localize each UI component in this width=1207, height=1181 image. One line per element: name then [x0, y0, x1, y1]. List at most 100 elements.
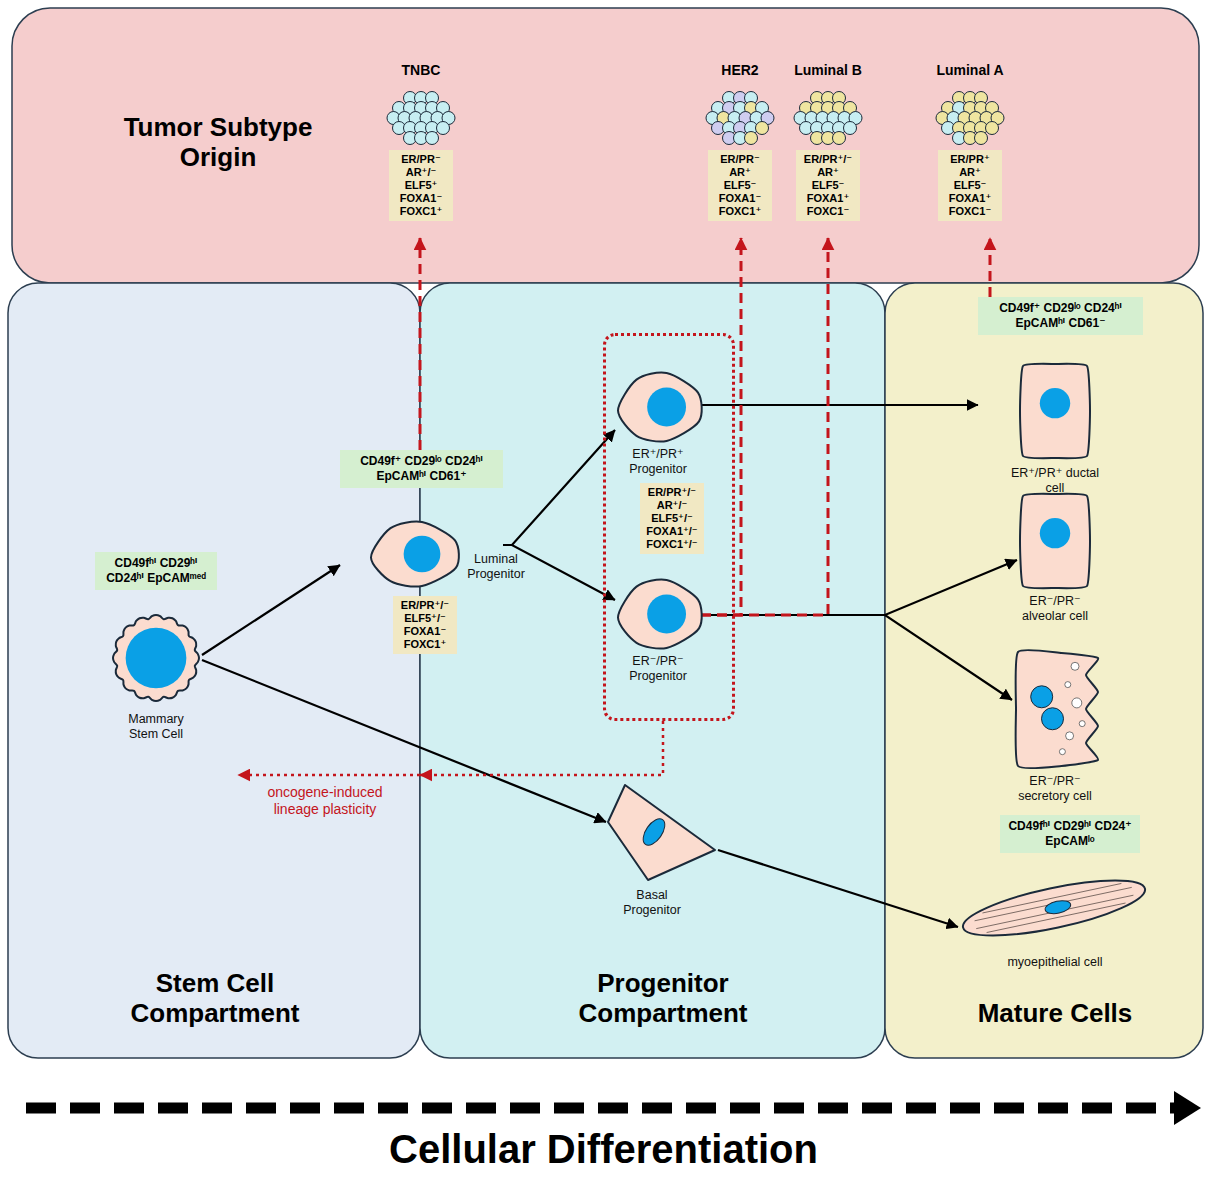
cell-label: ER⁻/PR⁻ secretory cell	[1010, 774, 1100, 804]
cell-body	[1020, 364, 1090, 458]
vesicle	[1071, 662, 1079, 670]
lineage-arrow	[701, 615, 1012, 700]
marker-box: ER/PR⁺ AR⁺ ELF5⁻ FOXA1⁺ FOXC1⁻	[938, 150, 1002, 221]
tumor-name: TNBC	[371, 62, 471, 79]
cell-body	[1016, 650, 1099, 768]
cell-body	[618, 580, 702, 649]
cell-drawing	[615, 578, 701, 650]
spindle-cell	[959, 869, 1149, 947]
marker-box: ER/PR⁺/⁻ ELF5⁺/⁻ FOXA1⁻ FOXC1⁺	[393, 596, 457, 654]
nucleus	[1031, 686, 1053, 708]
lineage-arrow	[503, 430, 615, 545]
nucleus	[1040, 388, 1070, 418]
tumor-name: Luminal A	[920, 62, 1020, 79]
axis-arrowhead	[1174, 1091, 1201, 1125]
panel-title: Stem Cell Compartment	[115, 968, 315, 1028]
tumor-origin-arrow	[701, 238, 741, 615]
compartment-panel	[8, 283, 420, 1058]
tumor-origin-arrow	[989, 238, 992, 297]
luminal-progenitor: CD49f⁺ CD29ˡᵒ CD24ʰⁱ EpCAMʰⁱ CD61⁺Lumina…	[340, 450, 503, 672]
cell-drawing	[615, 371, 701, 443]
cell-body	[959, 869, 1149, 947]
cell-body	[113, 615, 199, 701]
plasticity-arrow	[420, 721, 663, 775]
basal-progenitor: Basal Progenitor	[606, 782, 718, 882]
tumor-name: HER2	[690, 62, 790, 79]
tumor-subtype: TNBCER/PR⁻ AR⁺/⁻ ELF5⁺ FOXA1⁻ FOXC1⁺	[385, 88, 457, 238]
surface-marker-box: CD49fʰⁱ CD29ʰⁱ CD24ʰⁱ EpCAMᵐᵉᵈ	[95, 552, 217, 590]
panel-title: Tumor Subtype Origin	[108, 112, 328, 172]
cell-drawing	[938, 90, 1002, 146]
lineage-arrow	[701, 404, 978, 406]
tumor-cell	[844, 122, 857, 135]
cell-drawing	[110, 612, 202, 704]
er-pos-progenitor: ER⁺/PR⁺ Progenitor	[615, 371, 701, 443]
stem-compartment: CD49fʰⁱ CD29ʰⁱ CD24ʰⁱ EpCAMᵐᵉᵈMammary St…	[8, 283, 420, 1058]
tumor-cell	[833, 132, 846, 145]
nucleus	[126, 628, 187, 689]
nucleus	[1040, 518, 1070, 548]
axis-label: Cellular Differentiation	[300, 1126, 907, 1172]
nucleus	[639, 815, 669, 849]
cell-label: Mammary Stem Cell	[114, 712, 198, 742]
filament	[975, 887, 1132, 920]
cell-body	[618, 373, 702, 442]
mature-compartment: CD49f⁺ CD29ˡᵒ CD24ʰⁱ EpCAMʰⁱ CD61⁻ER⁺/PR…	[885, 283, 1203, 1058]
surface-marker-box: CD49f⁺ CD29ˡᵒ CD24ʰⁱ EpCAMʰⁱ CD61⁻	[978, 297, 1143, 335]
cell-label: ER⁺/PR⁺ Progenitor	[618, 447, 698, 477]
tumor-cell	[437, 122, 450, 135]
cell-drawing	[796, 90, 860, 146]
compartment-panel	[420, 283, 885, 1058]
tumor-cell	[426, 132, 439, 145]
cell-body	[608, 785, 715, 880]
cell-label: Luminal Progenitor	[461, 552, 531, 582]
axis-line	[26, 1103, 1176, 1114]
cell-label: Basal Progenitor	[612, 888, 692, 918]
nucleus	[404, 536, 441, 573]
surface-marker-box: CD49fʰⁱ CD29ʰⁱ CD24⁺ EpCAMˡᵒ	[1000, 815, 1140, 853]
lineage-arrow	[718, 850, 958, 927]
edge-label: oncogene-induced lineage plasticity	[250, 784, 400, 818]
cell-drawing	[368, 520, 458, 588]
compartment-panel	[885, 283, 1203, 1058]
tumor-name: Luminal B	[778, 62, 878, 79]
progenitor-group: ER⁺/PR⁺ ProgenitorER⁻/PR⁻ Progenitor ER/P…	[603, 333, 735, 721]
myoepithelial-cell: CD49fʰⁱ CD29ʰⁱ CD24⁺ EpCAMˡᵒmyoepithelia…	[958, 815, 1150, 950]
cell-body	[1020, 494, 1090, 588]
tumor-cell	[756, 122, 769, 135]
cell-drawing	[1012, 648, 1102, 770]
marker-box: ER/PR⁻ AR⁺ ELF5⁻ FOXA1⁻ FOXC1⁺	[708, 150, 772, 221]
lineage-arrow	[202, 565, 340, 655]
er-neg-progenitor: ER⁻/PR⁻ Progenitor	[615, 578, 701, 650]
tumor-cell	[745, 132, 758, 145]
stem-cell: CD49fʰⁱ CD29ʰⁱ CD24ʰⁱ EpCAMᵐᵉᵈMammary St…	[110, 612, 202, 704]
secretory-cell: ER⁻/PR⁻ secretory cell	[1012, 648, 1102, 770]
panel-title: Mature Cells	[945, 998, 1165, 1028]
nucleus	[1044, 899, 1072, 916]
cell-body	[371, 522, 459, 587]
tumor-origin-arrow	[701, 238, 828, 615]
tumor-subtype: Luminal AER/PR⁺ AR⁺ ELF5⁻ FOXA1⁺ FOXC1⁻	[934, 88, 1006, 238]
filament	[976, 895, 1133, 928]
cell-drawing	[1017, 492, 1093, 590]
compartment-panel	[12, 8, 1199, 283]
cell-drawing	[1017, 362, 1093, 460]
vesicle	[1072, 698, 1082, 708]
tumor-origin-band: TNBCER/PR⁻ AR⁺/⁻ ELF5⁺ FOXA1⁻ FOXC1⁺HER2…	[12, 8, 1199, 283]
cell-label: ER⁻/PR⁻ Progenitor	[618, 654, 698, 684]
marker-box: ER/PR⁻ AR⁺/⁻ ELF5⁺ FOXA1⁻ FOXC1⁺	[389, 150, 453, 221]
marker-box: ER/PR⁺/⁻ AR⁺/⁻ ELF5⁺/⁻ FOXA1⁺/⁻ FOXC1⁺/⁻	[640, 483, 704, 554]
tumor-cell	[975, 132, 988, 145]
plasticity-extension	[238, 774, 420, 777]
vesicle	[1065, 682, 1071, 688]
compartment-panels	[8, 8, 1203, 1058]
vesicle	[1079, 721, 1085, 727]
lineage-arrow	[701, 560, 1017, 615]
differentiation-axis-arrow	[26, 1091, 1201, 1125]
cell-drawing	[606, 782, 718, 882]
nucleus	[647, 388, 686, 427]
progenitor-compartment: ER⁺/PR⁺ ProgenitorER⁻/PR⁻ Progenitor ER/P…	[420, 283, 885, 1058]
cell-label: ER⁻/PR⁻ alveolar cell	[1010, 594, 1100, 624]
ductal-cell: CD49f⁺ CD29ˡᵒ CD24ʰⁱ EpCAMʰⁱ CD61⁻ER⁺/PR…	[978, 297, 1143, 462]
tumor-cell	[986, 122, 999, 135]
